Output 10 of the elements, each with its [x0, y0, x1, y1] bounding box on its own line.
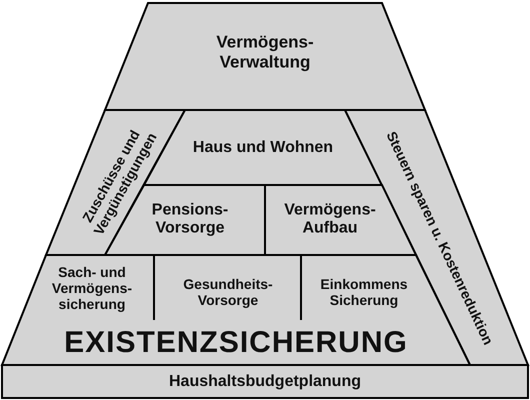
heading-text: EXISTENZSICHERUNG	[63, 326, 409, 360]
segment-label: Vermögens- Aufbau	[283, 202, 377, 238]
segment-label: Haushaltsbudgetplanung	[168, 372, 362, 392]
segment-label: Haus und Wohnen	[192, 138, 334, 158]
segment-label: Gesundheits- Vorsorge	[182, 276, 274, 308]
segment-label: Sach- und Vermögens- sicherung	[50, 264, 134, 312]
segment-label: Vermögens- Verwaltung	[215, 32, 315, 72]
base-bar	[2, 365, 528, 398]
pyramid-top-segment	[105, 3, 425, 110]
segment-label: Einkommens Sicherung	[319, 276, 409, 308]
